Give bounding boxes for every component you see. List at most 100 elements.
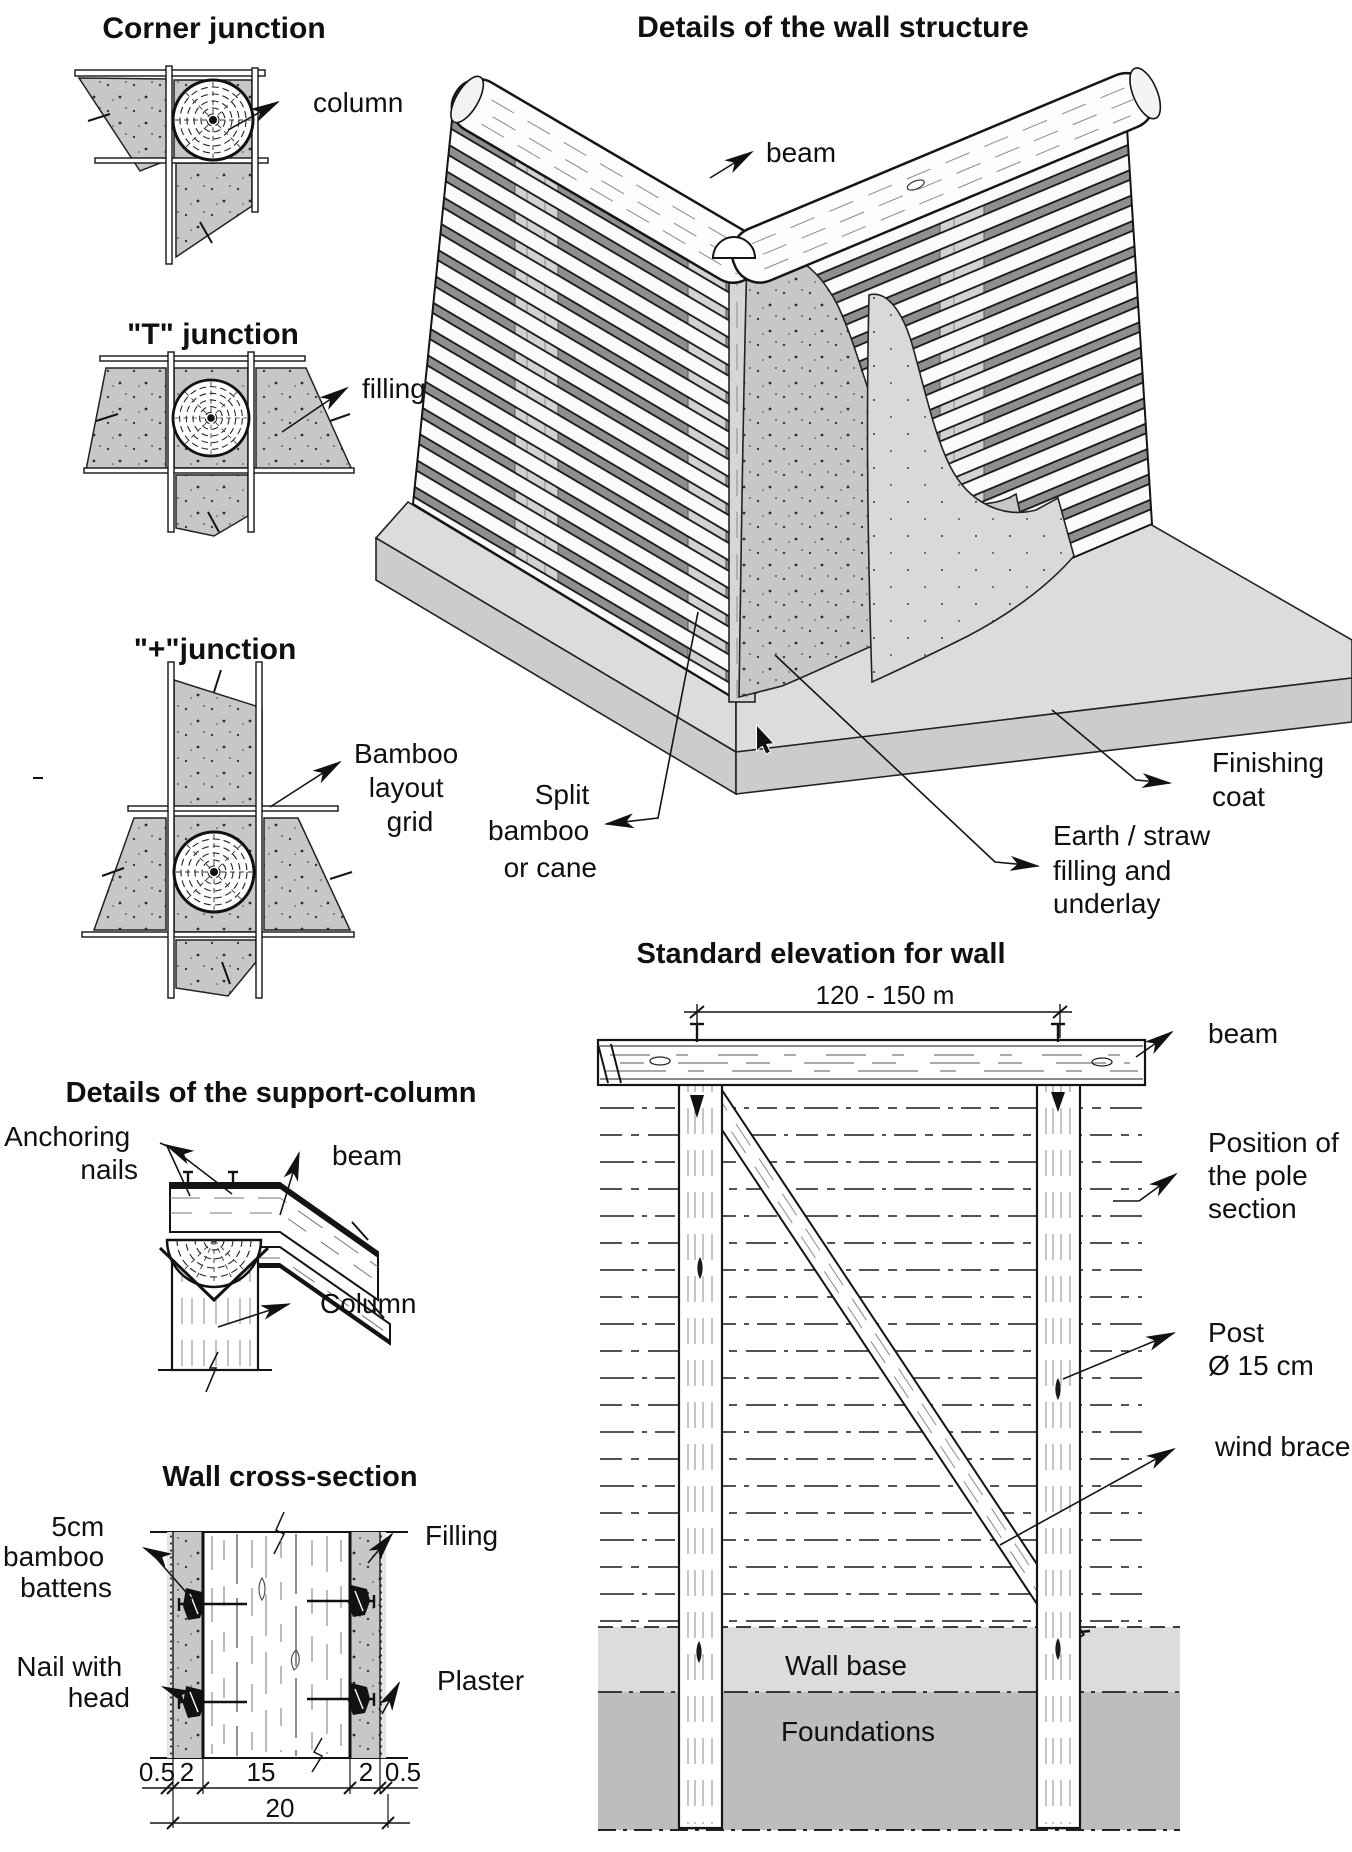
leader-line: [217, 1303, 292, 1328]
cross-section-title: Wall cross-section: [162, 1461, 417, 1493]
beam-label: beam: [1208, 1018, 1278, 1049]
wall-panel: [175, 162, 253, 259]
brace-anchor-mark: [1051, 1092, 1065, 1112]
wall-base-plinth-face: [735, 677, 1352, 795]
render-coat-right: [380, 1532, 386, 1758]
render-coat-left: [167, 1532, 173, 1758]
t-junction-title: "T" junction: [127, 318, 299, 351]
cross-section-dimensions: 0.5 2 15 2 0.5 20: [139, 1757, 421, 1830]
bamboo-rod: [255, 661, 263, 999]
foundations-label: Foundations: [781, 1716, 935, 1747]
bamboo-rod: [127, 805, 339, 812]
anchoring-nails-label: Anchoring nails: [4, 1121, 138, 1185]
leader-line: [367, 1532, 394, 1564]
right-post: [1035, 1060, 1082, 1830]
bamboo-rod: [99, 355, 306, 362]
leader-line: [1113, 1172, 1178, 1202]
wall-panel: [175, 939, 257, 997]
bamboo-rod: [251, 67, 259, 213]
support-column-drawing: [158, 1238, 272, 1393]
wall-panel: [175, 474, 249, 537]
filling-label: filling: [362, 373, 426, 404]
leader-line: [227, 100, 280, 131]
plaster-strip-right: [350, 1532, 380, 1758]
finishing-coat-label: Finishing coat: [1212, 747, 1332, 812]
leader-line: [164, 1144, 233, 1195]
break-mark: [273, 1511, 286, 1555]
leader-line: [379, 1681, 401, 1715]
column-label: column: [313, 87, 403, 118]
filling-label: Filling: [425, 1520, 498, 1551]
svg-text:2: 2: [359, 1757, 373, 1787]
t-junction-figure: "T" junction filling: [83, 318, 426, 537]
span-dimension: 120 - 150 m: [816, 980, 955, 1010]
svg-text:0.5: 0.5: [385, 1757, 421, 1787]
post-label: Post Ø 15 cm: [1208, 1317, 1314, 1381]
wall-panel: [77, 77, 169, 172]
wall-panel: [173, 678, 263, 811]
leader-line: [281, 386, 349, 433]
left-post: [677, 1060, 724, 1830]
wall-structure-title: Details of the wall structure: [637, 11, 1029, 44]
plaster-label: Plaster: [437, 1665, 524, 1696]
bamboo-grid-label: Bamboo layout grid: [354, 738, 466, 837]
corner-junction-title: Corner junction: [102, 12, 325, 45]
bamboo-rod: [167, 351, 175, 533]
leader-line: [279, 1150, 300, 1216]
beam-lap-joint: [711, 236, 757, 259]
earth-straw-label: Earth / straw filling and underlay: [1053, 820, 1218, 919]
plus-junction-title: "+"junction: [134, 633, 297, 666]
elevation-figure: Standard elevation for wall 120 - 150 m: [596, 938, 1350, 1831]
beam-label: beam: [766, 137, 836, 168]
brace-anchor-mark: [690, 1095, 704, 1118]
battens-label: 5cm bamboo battens: [3, 1511, 112, 1603]
leader-line: [1062, 1332, 1176, 1380]
wind-brace: [692, 1073, 1086, 1649]
wall-panel: [85, 367, 167, 471]
mouse-cursor-icon: [756, 723, 776, 755]
elevation-title: Standard elevation for wall: [636, 938, 1005, 970]
svg-text:15: 15: [247, 1757, 276, 1787]
plus-junction-figure: "+"junction Bamboo layout grid: [33, 633, 466, 999]
column-label: Column: [320, 1288, 416, 1319]
column-section-rings: [172, 830, 256, 914]
split-bamboo-label: Split bamboo or cane: [488, 779, 597, 883]
elevation-beam: [596, 1022, 1147, 1087]
leader-line: [142, 1547, 193, 1600]
leader-line: [1135, 1030, 1174, 1058]
wind-brace-label: wind brace: [1214, 1431, 1350, 1462]
left-beam: [450, 75, 762, 284]
bamboo-rod: [83, 467, 355, 474]
svg-text:20: 20: [266, 1793, 295, 1823]
leader-line: [269, 760, 342, 808]
bamboo-rod: [81, 931, 355, 938]
bamboo-rod: [247, 351, 255, 533]
support-beam-upper: [169, 1182, 379, 1302]
post-core-grain: [211, 1534, 342, 1756]
svg-text:2: 2: [180, 1757, 194, 1787]
plaster-strip-left: [173, 1532, 203, 1758]
corner-junction-figure: Corner junction column: [74, 12, 403, 265]
right-beam: [730, 67, 1162, 284]
nail-label: Nail with head: [16, 1651, 130, 1713]
wall-structure-figure: Details of the wall structure: [374, 11, 1352, 919]
leader-line: [161, 1686, 192, 1705]
bamboo-rod: [167, 661, 175, 999]
cross-section-figure: Wall cross-section: [3, 1461, 524, 1830]
bamboo-rod: [94, 157, 269, 164]
finishing-coat-area: [866, 293, 1075, 684]
leader-line: [1051, 709, 1173, 789]
svg-text:0.5: 0.5: [139, 1757, 175, 1787]
leader-line: [999, 1447, 1176, 1546]
support-column-figure: Details of the support-column: [4, 1077, 477, 1393]
column-section-rings: [171, 378, 251, 458]
leader-line: [774, 654, 1041, 871]
wall-base-label: Wall base: [785, 1650, 907, 1681]
bamboo-rod: [165, 65, 173, 265]
break-mark: [311, 1737, 324, 1773]
bamboo-batten-nails: [177, 1585, 376, 1718]
beam-label: beam: [332, 1140, 402, 1171]
support-column-title: Details of the support-column: [66, 1077, 477, 1109]
